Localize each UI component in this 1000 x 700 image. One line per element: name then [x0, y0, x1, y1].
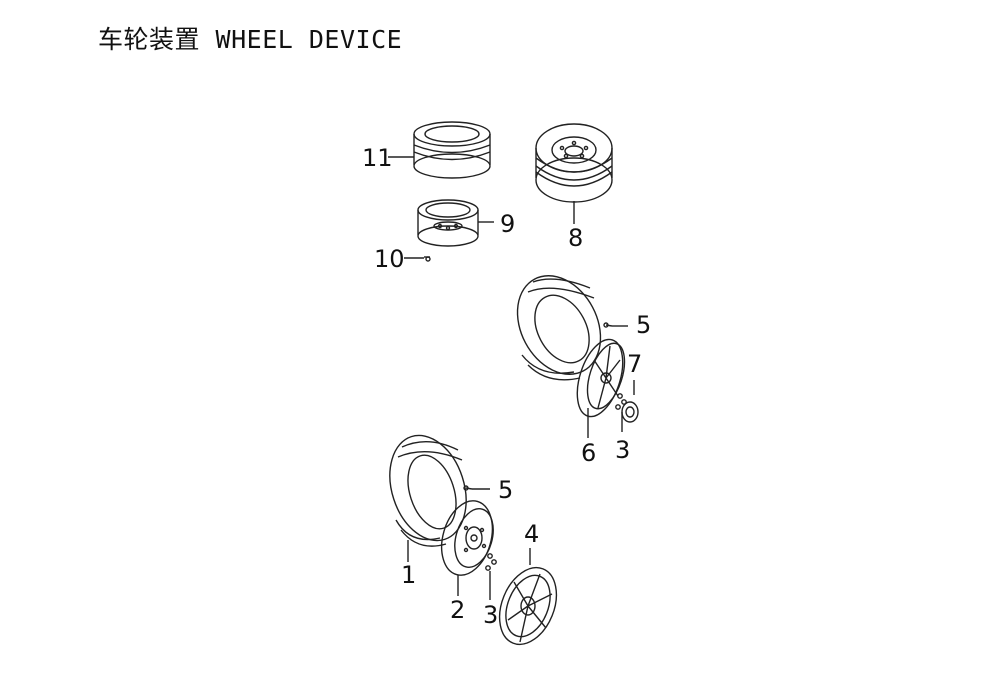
callout-11: 11 [362, 144, 393, 172]
callout-1: 1 [401, 561, 416, 589]
part-3-upper-nuts [615, 393, 627, 410]
callout-3-upper: 3 [615, 436, 630, 464]
part-9-rim [417, 199, 479, 247]
part-7-center-cap [621, 401, 639, 423]
part-8-spare-wheel [535, 123, 613, 203]
part-5-upper-valve [603, 322, 613, 328]
callout-9: 9 [500, 210, 515, 238]
part-4-wheel-cover [498, 566, 558, 646]
leader-lines [388, 156, 635, 600]
callout-5-lower: 5 [498, 476, 513, 504]
page-title: 车轮装置 WHEEL DEVICE [98, 25, 403, 54]
part-2-steel-rim [440, 500, 494, 576]
callout-2: 2 [450, 596, 465, 624]
callout-3-lower: 3 [483, 601, 498, 629]
part-10-valve [424, 256, 431, 262]
callout-5-upper: 5 [636, 311, 651, 339]
callout-7: 7 [627, 350, 642, 378]
callout-4: 4 [524, 520, 539, 548]
part-11-tire-ring [413, 121, 491, 179]
callout-labels: 11 9 10 8 5 7 3 6 5 4 1 2 3 [362, 144, 651, 629]
callout-10: 10 [374, 245, 405, 273]
part-3-lower-nuts [485, 553, 497, 571]
callout-8: 8 [568, 224, 583, 252]
part-5-lower-valve [463, 485, 473, 491]
upper-tire [516, 275, 602, 381]
callout-6: 6 [581, 439, 596, 467]
part-1-tire [389, 434, 467, 547]
